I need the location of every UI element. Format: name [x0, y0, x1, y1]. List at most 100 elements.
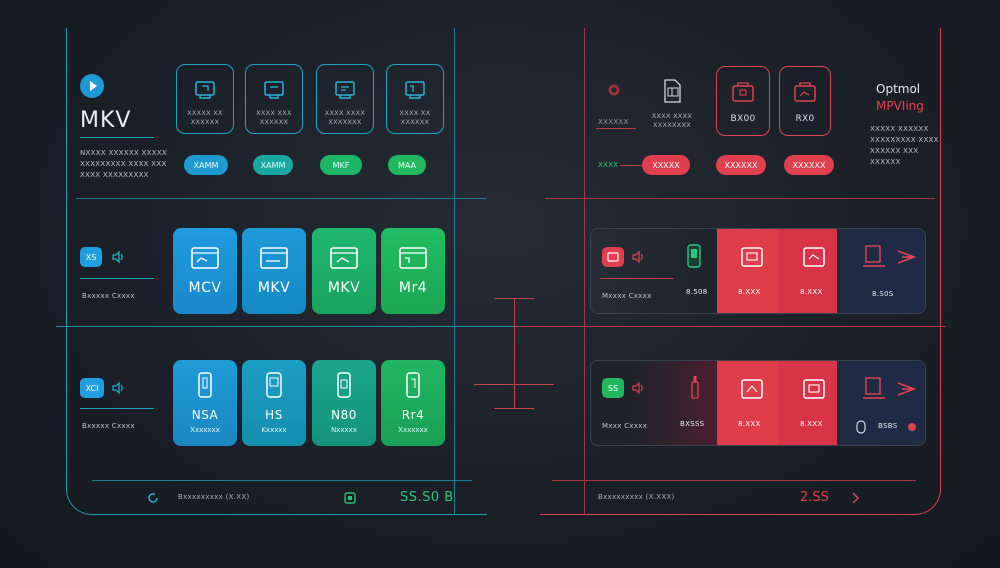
monitor-icon — [335, 81, 355, 99]
right-description: XXXXX XXXXXX XXXXXXXXX XXXX XXXXXX XXX X… — [870, 125, 939, 166]
monitor-icon[interactable] — [862, 244, 886, 270]
grid-line-h1-right — [545, 198, 935, 199]
row1-badge[interactable]: XS — [80, 247, 102, 267]
red-pill-2[interactable]: XXXXXX — [716, 155, 766, 175]
row2-seg2-icon[interactable] — [802, 378, 826, 400]
format-pill-2[interactable]: XAMM — [253, 155, 293, 175]
right-row2-value3: 8.XXX — [800, 420, 823, 428]
monitor-icon — [264, 81, 284, 99]
phone-icon — [406, 372, 420, 398]
format-pill-4[interactable]: MAA — [388, 155, 426, 175]
grid-line-h1 — [76, 198, 486, 199]
side-label: XXXXXX — [598, 118, 629, 126]
phone-icon — [337, 372, 351, 398]
red-pill-1[interactable]: XXXXX — [642, 155, 690, 175]
video-window-icon — [399, 247, 427, 269]
side-label-underline — [596, 128, 636, 129]
row1-tile-2[interactable]: MKV — [242, 228, 306, 314]
grid-line-v-center — [514, 298, 515, 408]
row2-tile-3[interactable]: N80 Nxxxxx — [312, 360, 376, 446]
format-pill-1[interactable]: XAMM — [184, 155, 228, 175]
speaker-icon[interactable] — [110, 249, 126, 265]
row1-divider — [80, 278, 154, 279]
refresh-icon[interactable] — [146, 491, 160, 505]
footer-value-right: 2.SS — [800, 490, 829, 505]
app-title: MKV — [80, 108, 132, 133]
share-icon[interactable] — [896, 248, 916, 266]
row2-divider — [80, 408, 154, 409]
row2-tile-1[interactable]: NSA Xxxxxxx — [173, 360, 237, 446]
row2-tile-4[interactable]: Rr4 Xxxxxxx — [381, 360, 445, 446]
format-pill-3[interactable]: MKF — [320, 155, 362, 175]
right-row1-value2: 8.XXX — [738, 288, 761, 296]
row2-green-badge[interactable]: SS — [602, 378, 624, 398]
right-row2-value4: BSBS — [878, 422, 898, 430]
row2-seg-red2 — [779, 361, 837, 445]
speaker-icon[interactable] — [110, 380, 126, 396]
right-row1-panel[interactable] — [590, 228, 926, 314]
file-icon-2[interactable]: BX00 — [716, 66, 770, 136]
grid-tick-3 — [494, 408, 534, 409]
row1-seg1-icon[interactable] — [740, 246, 764, 268]
row1-seg-navy — [837, 229, 925, 313]
grid-line-v-right — [584, 28, 585, 514]
pill-row-line — [620, 165, 642, 166]
image-icon — [607, 252, 619, 262]
image-file-icon — [794, 82, 816, 102]
right-panel-frame — [540, 28, 941, 515]
phone-icon — [266, 372, 282, 398]
right-row2-value2: 8.XXX — [738, 420, 761, 428]
chevron-right-icon[interactable] — [850, 491, 860, 505]
row2-tile-2[interactable]: HS Kxxxxx — [242, 360, 306, 446]
footer-text-left: Bxxxxxxxxx (X.XX) — [178, 493, 250, 501]
brand-icon — [606, 82, 622, 98]
row1-seg-dark — [591, 229, 717, 313]
row2-badge[interactable]: XCI — [80, 378, 104, 398]
grid-tick-2 — [474, 384, 554, 385]
grid-line-h2 — [56, 326, 516, 327]
right-title: Optmol — [876, 82, 921, 96]
row2-seg-navy — [837, 361, 925, 445]
video-window-icon — [330, 247, 358, 269]
usb-icon[interactable] — [690, 374, 700, 400]
video-window-icon — [260, 247, 288, 269]
right-row1-value1: 8.508 — [686, 288, 708, 296]
phone-icon — [198, 372, 212, 398]
row1-label: Bxxxxx Cxxxx — [82, 292, 135, 300]
row2-label: Bxxxxx Cxxxx — [82, 422, 135, 430]
row2-seg-dark — [591, 361, 717, 445]
red-pill-3[interactable]: XXXXXX — [784, 155, 834, 175]
speaker-icon[interactable] — [630, 249, 646, 265]
monitor-icon — [195, 81, 215, 99]
right-row2-label: Mxxx Cxxxx — [602, 422, 648, 430]
right-subtitle: MPVIing — [876, 99, 924, 113]
phone-icon[interactable] — [687, 244, 701, 268]
monitor-icon — [405, 81, 425, 99]
row1-seg2-icon[interactable] — [802, 246, 826, 268]
pill-row-label: XXXX — [598, 161, 619, 169]
file-icon-3[interactable]: RX0 — [779, 66, 831, 136]
mouse-icon[interactable] — [856, 420, 866, 434]
row1-tile-1[interactable]: MCV — [173, 228, 237, 314]
row1-tile-3[interactable]: MKV — [312, 228, 376, 314]
right-row2-value1: BXSSS — [680, 420, 705, 428]
row1-seg-red1 — [717, 229, 779, 313]
play-icon[interactable] — [80, 74, 104, 98]
row2-seg1-icon[interactable] — [740, 378, 764, 400]
speaker-icon[interactable] — [630, 380, 646, 396]
grid-line-h2-right — [516, 326, 946, 327]
right-row1-label: Mxxxx Cxxxx — [602, 292, 652, 300]
monitor-icon[interactable] — [862, 376, 886, 402]
lock-icon[interactable] — [343, 491, 357, 505]
row1-red-badge[interactable] — [602, 247, 624, 267]
row1-tile-4[interactable]: Mr4 — [381, 228, 445, 314]
right-row1-divider — [600, 278, 674, 279]
share-icon[interactable] — [896, 380, 916, 398]
status-dot — [908, 423, 916, 431]
right-row2-panel[interactable] — [590, 360, 926, 446]
